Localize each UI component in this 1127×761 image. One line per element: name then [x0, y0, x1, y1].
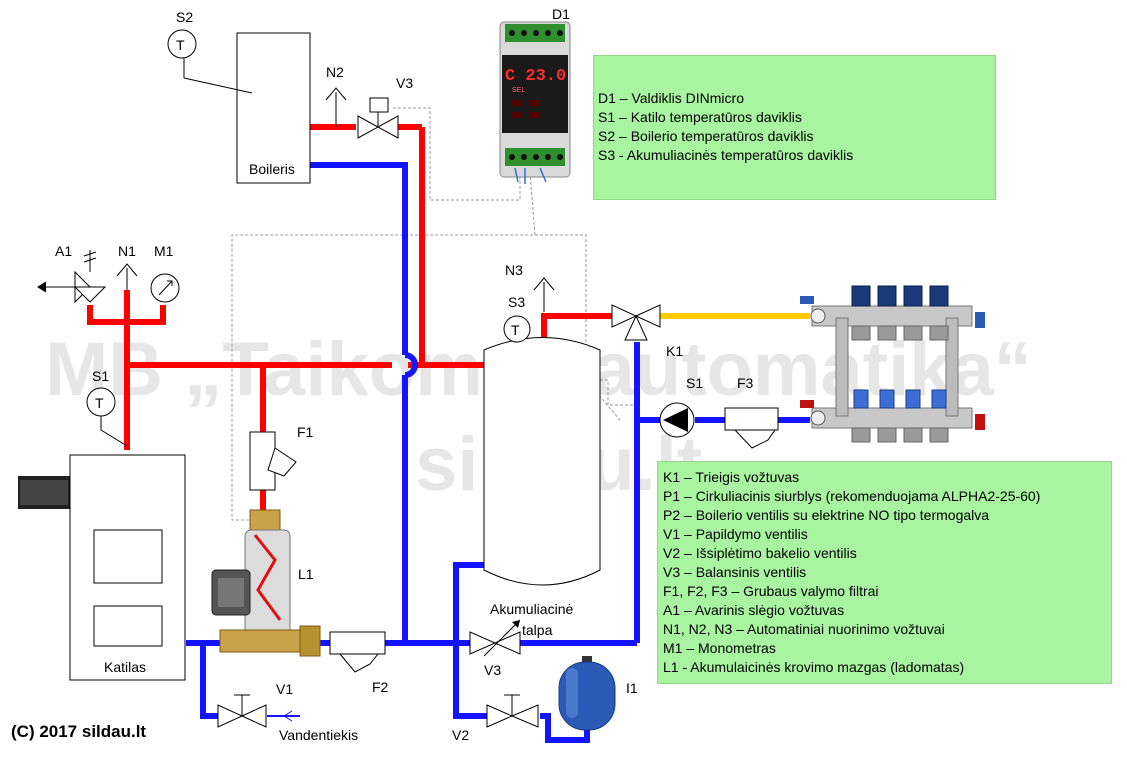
- s1-boiler-label: S1: [92, 368, 109, 384]
- a1-label: A1: [55, 243, 72, 259]
- legend-bottom-item: V3 – Balansinis ventilis: [663, 564, 807, 580]
- v3-bottom-label: V3: [484, 662, 501, 678]
- boiler-valve-v3: V3: [357, 75, 413, 139]
- i1-label: I1: [626, 680, 638, 696]
- accumulation-tank: Akumuliacinė talpa: [483, 337, 601, 638]
- three-way-valve-k1: K1: [611, 304, 683, 359]
- v3-top-label: V3: [396, 75, 413, 91]
- legend-bottom: K1 – Trieigis vožtuvas P1 – Cirkuliacini…: [657, 461, 1112, 684]
- legend-top-item: D1 – Valdiklis DINmicro: [598, 90, 744, 106]
- balancing-valve-v3: V3: [469, 619, 521, 678]
- f2-label: F2: [372, 679, 389, 695]
- legend-bottom-item: L1 - Akumulaicinės krovimo mazgas (ladom…: [663, 659, 965, 675]
- display-sub: SEL: [512, 87, 525, 94]
- boiler-label: Boileris: [249, 161, 295, 177]
- tank-label-line2: talpa: [522, 622, 553, 638]
- filter-f2: F2: [329, 631, 389, 695]
- hot-pipes: [87, 124, 612, 510]
- legend-bottom-item: K1 – Trieigis vožtuvas: [663, 469, 800, 485]
- boiler: Boileris: [236, 32, 311, 184]
- legend-bottom-item: N1, N2, N3 – Automatiniai nuorinimo vožt…: [663, 621, 945, 637]
- d1-label: D1: [552, 6, 570, 22]
- legend-top-item: S2 – Boilerio temperatūros daviklis: [598, 128, 814, 144]
- fill-valve-v1: V1 Vandentiekis: [217, 681, 358, 743]
- legend-bottom-item: P1 – Cirkuliacinis siurblys (rekomenduoj…: [663, 488, 1041, 504]
- s1-pump-label: S1: [686, 375, 703, 391]
- sensor-s3: S3 T: [503, 294, 531, 343]
- v1-label: V1: [276, 681, 293, 697]
- air-vent-n1: [116, 263, 138, 290]
- temp-icon: T: [176, 37, 185, 53]
- legend-bottom-item: P2 – Boilerio ventilis su elektrine NO t…: [663, 507, 990, 523]
- l1-label: L1: [298, 566, 314, 582]
- s2-label: S2: [176, 9, 193, 25]
- s3-label: S3: [508, 294, 525, 310]
- m1-label: M1: [154, 243, 174, 259]
- filter-f3: F3: [724, 375, 779, 449]
- legend-bottom-item: F1, F2, F3 – Grubaus valymo filtrai: [663, 583, 879, 599]
- legend-top: D1 – Valdiklis DINmicro S1 – Katilo temp…: [593, 55, 996, 200]
- controller-d1: D1 C 23.0 SEL: [499, 6, 571, 184]
- temp-icon: T: [95, 395, 104, 411]
- tank-label-line1: Akumuliacinė: [490, 601, 573, 617]
- legend-bottom-item: V1 – Papildymo ventilis: [663, 526, 808, 542]
- legend-bottom-item: M1 – Monometras: [663, 640, 776, 656]
- n2-label: N2: [326, 64, 344, 80]
- sensor-s1-boiler: S1 T: [86, 368, 128, 447]
- legend-top-item: S1 – Katilo temperatūros daviklis: [598, 109, 802, 125]
- katilas-label: Katilas: [104, 659, 146, 675]
- k1-label: K1: [666, 343, 683, 359]
- sensor-s2: S2 T: [167, 9, 253, 94]
- water-supply-label: Vandentiekis: [279, 727, 358, 743]
- manometer-m1: M1: [150, 243, 180, 303]
- laddomat-l1: L1: [211, 509, 321, 657]
- display-value: C 23.0: [505, 67, 566, 86]
- boiler-katilas: Katilas: [18, 454, 186, 681]
- n3-label: N3: [505, 262, 523, 278]
- floor-heating-manifold: [800, 285, 985, 443]
- pump-s1: S1: [659, 375, 703, 438]
- filter-f1: F1: [249, 424, 314, 491]
- legend-bottom-item: V2 – Išsiplėtimo bakelio ventilis: [663, 545, 857, 561]
- air-vent-n2: [325, 87, 347, 127]
- v2-label: V2: [452, 727, 469, 743]
- expansion-tank-i1: I1: [558, 656, 638, 731]
- legend-bottom-item: A1 – Avarinis slėgio vožtuvas: [663, 602, 845, 618]
- f3-label: F3: [737, 375, 754, 391]
- air-vent-n3: [533, 277, 555, 312]
- legend-top-item: S3 - Akumuliacinės temperatūros daviklis: [598, 147, 854, 163]
- expansion-valve-v2: V2: [452, 694, 539, 743]
- f1-label: F1: [297, 424, 314, 440]
- safety-valve-a1: A1: [37, 243, 107, 304]
- copyright: (C) 2017 sildau.lt: [11, 722, 147, 741]
- n1-label: N1: [118, 243, 136, 259]
- temp-icon: T: [511, 322, 520, 338]
